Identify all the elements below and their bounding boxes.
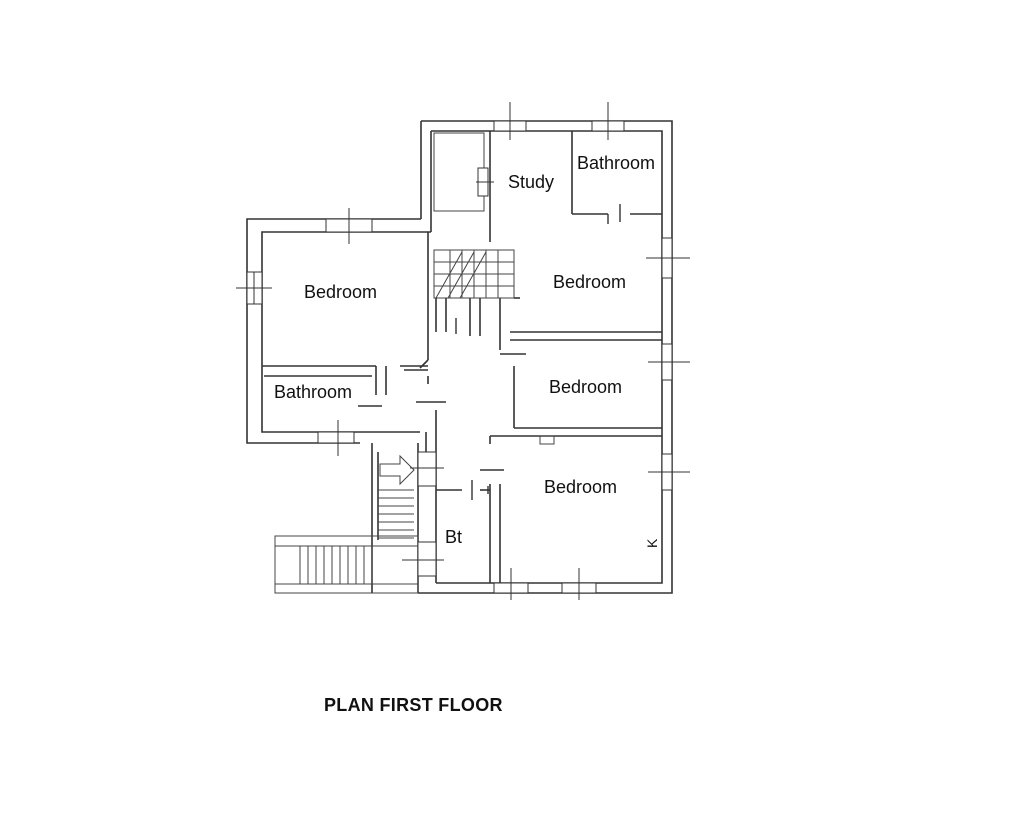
- kitchen-mark: K: [644, 538, 660, 548]
- room-label-bedroom-right-top: Bedroom: [553, 272, 626, 292]
- room-label-bedroom-right-mid: Bedroom: [549, 377, 622, 397]
- room-label-bathroom-left: Bathroom: [274, 382, 352, 402]
- exterior-stairs: [274, 443, 419, 594]
- door-marks: [358, 204, 621, 500]
- room-label-bedroom-right-bottom: Bedroom: [544, 477, 617, 497]
- room-label-bedroom-left: Bedroom: [304, 282, 377, 302]
- room-label-bathroom-top: Bathroom: [577, 153, 655, 173]
- interior-walls: [262, 131, 662, 583]
- room-labels: Study Bathroom Bedroom Bedroom Bathroom …: [274, 153, 660, 548]
- entrance-arrow-icon: [379, 454, 415, 486]
- plan-caption: PLAN FIRST FLOOR: [324, 695, 503, 715]
- room-label-study: Study: [508, 172, 554, 192]
- interior-stairs: [434, 250, 514, 299]
- outer-walls: [246, 120, 673, 594]
- room-label-bt: Bt: [445, 527, 462, 547]
- windows: [236, 102, 690, 600]
